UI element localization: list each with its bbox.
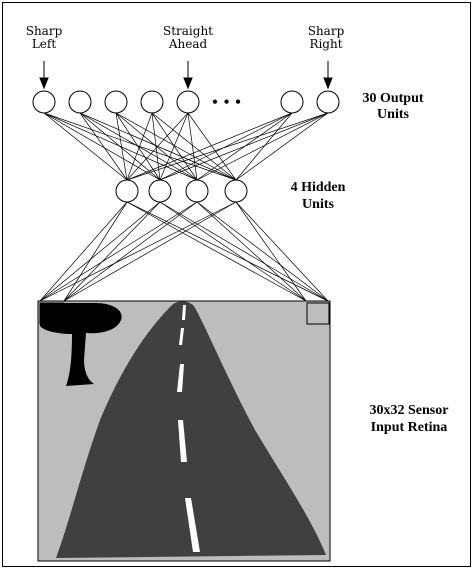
lane-markings — [177, 305, 200, 552]
input-label-line2: Input Retina — [371, 420, 448, 435]
output-hidden-connection — [151, 112, 237, 181]
hidden-input-connection — [63, 201, 198, 302]
output-unit — [68, 90, 92, 114]
output-layer-label: 30 Output Units — [362, 91, 423, 122]
output-unit — [32, 90, 56, 114]
output-label-line2: Units — [377, 107, 409, 122]
output-hidden-connection — [151, 112, 198, 181]
arrowhead-straight-ahead — [183, 77, 193, 90]
output-hidden-connection — [126, 112, 293, 181]
sharp-right-line1: Sharp — [308, 24, 345, 38]
sensor-input-retina — [37, 300, 331, 562]
output-hidden-connection — [43, 112, 128, 181]
hidden-input-connection — [159, 201, 329, 302]
hidden-input-connection — [63, 201, 237, 302]
lane-marking — [179, 328, 184, 345]
hidden-input-connection — [126, 201, 329, 302]
steering-label-straight-ahead: Straight Ahead — [163, 24, 213, 51]
hidden-layer-label: 4 Hidden Units — [291, 180, 346, 212]
arrowhead-sharp-left — [39, 77, 49, 90]
output-unit — [104, 90, 128, 114]
output-hidden-connection — [115, 112, 161, 181]
hidden-input-connection — [126, 201, 307, 302]
road-shape — [56, 301, 326, 558]
output-hidden-connection — [235, 112, 329, 181]
hidden-input-connection — [39, 201, 161, 302]
hidden-input-connection — [39, 201, 237, 302]
hidden-label-line1: 4 Hidden — [291, 180, 346, 195]
output-unit — [140, 90, 164, 114]
straight-ahead-line2: Ahead — [168, 37, 208, 51]
hidden-label-line2: Units — [302, 197, 334, 212]
arrowhead-sharp-right — [323, 77, 333, 90]
hidden-units — [115, 179, 248, 203]
output-hidden-connection — [79, 112, 161, 181]
output-hidden-connection — [79, 112, 198, 181]
hidden-input-connection — [63, 201, 128, 302]
lane-marking — [178, 420, 187, 462]
output-hidden-connection — [126, 112, 329, 181]
output-hidden-connection — [196, 112, 329, 181]
output-hidden-connection — [115, 112, 237, 181]
output-unit — [316, 90, 340, 114]
output-unit — [176, 90, 200, 114]
output-units — [32, 90, 340, 114]
hidden-input-connection — [39, 201, 128, 302]
output-hidden-connection — [159, 112, 189, 181]
output-hidden-connection — [43, 112, 161, 181]
retina-corner-unit-left — [39, 302, 65, 325]
output-ellipsis: • • • — [212, 94, 242, 111]
hidden-input-connection — [235, 201, 307, 302]
sharp-left-line2: Left — [32, 37, 57, 51]
output-label-line1: 30 Output — [362, 91, 423, 106]
input-label-line1: 30x32 Sensor — [370, 403, 449, 418]
output-hidden-connection — [43, 112, 237, 181]
output-unit — [280, 90, 304, 114]
output-hidden-connection — [159, 112, 293, 181]
hidden-input-connection — [63, 201, 161, 302]
lane-marking — [185, 498, 200, 552]
hidden-input-connection — [196, 201, 307, 302]
output-hidden-connection — [115, 112, 198, 181]
output-hidden-connection — [235, 112, 293, 181]
output-hidden-connection — [79, 112, 128, 181]
output-hidden-connection — [79, 112, 237, 181]
retina-corner-unit-right — [306, 302, 330, 325]
lane-marking — [182, 305, 186, 320]
output-hidden-connection — [115, 112, 128, 181]
steering-label-sharp-left: Sharp Left — [26, 24, 63, 51]
lane-marking — [177, 364, 184, 392]
hidden-unit — [115, 179, 139, 203]
straight-ahead-line1: Straight — [163, 24, 213, 38]
output-hidden-connection — [187, 112, 198, 181]
output-hidden-connection — [159, 112, 329, 181]
output-hidden-connection — [187, 112, 237, 181]
hidden-unit — [185, 179, 209, 203]
sharp-left-line1: Sharp — [26, 24, 63, 38]
output-hidden-connection — [151, 112, 161, 181]
sharp-right-line2: Right — [309, 37, 342, 51]
hidden-unit — [148, 179, 172, 203]
hidden-input-connection — [159, 201, 307, 302]
network-connections — [39, 112, 329, 302]
steering-label-sharp-right: Sharp Right — [308, 24, 345, 51]
hidden-input-connection — [39, 201, 198, 302]
hidden-unit — [224, 179, 248, 203]
hidden-input-connection — [196, 201, 329, 302]
output-hidden-connection — [126, 112, 189, 181]
output-hidden-connection — [126, 112, 153, 181]
hidden-input-connection — [235, 201, 329, 302]
input-layer-label: 30x32 Sensor Input Retina — [370, 403, 449, 435]
